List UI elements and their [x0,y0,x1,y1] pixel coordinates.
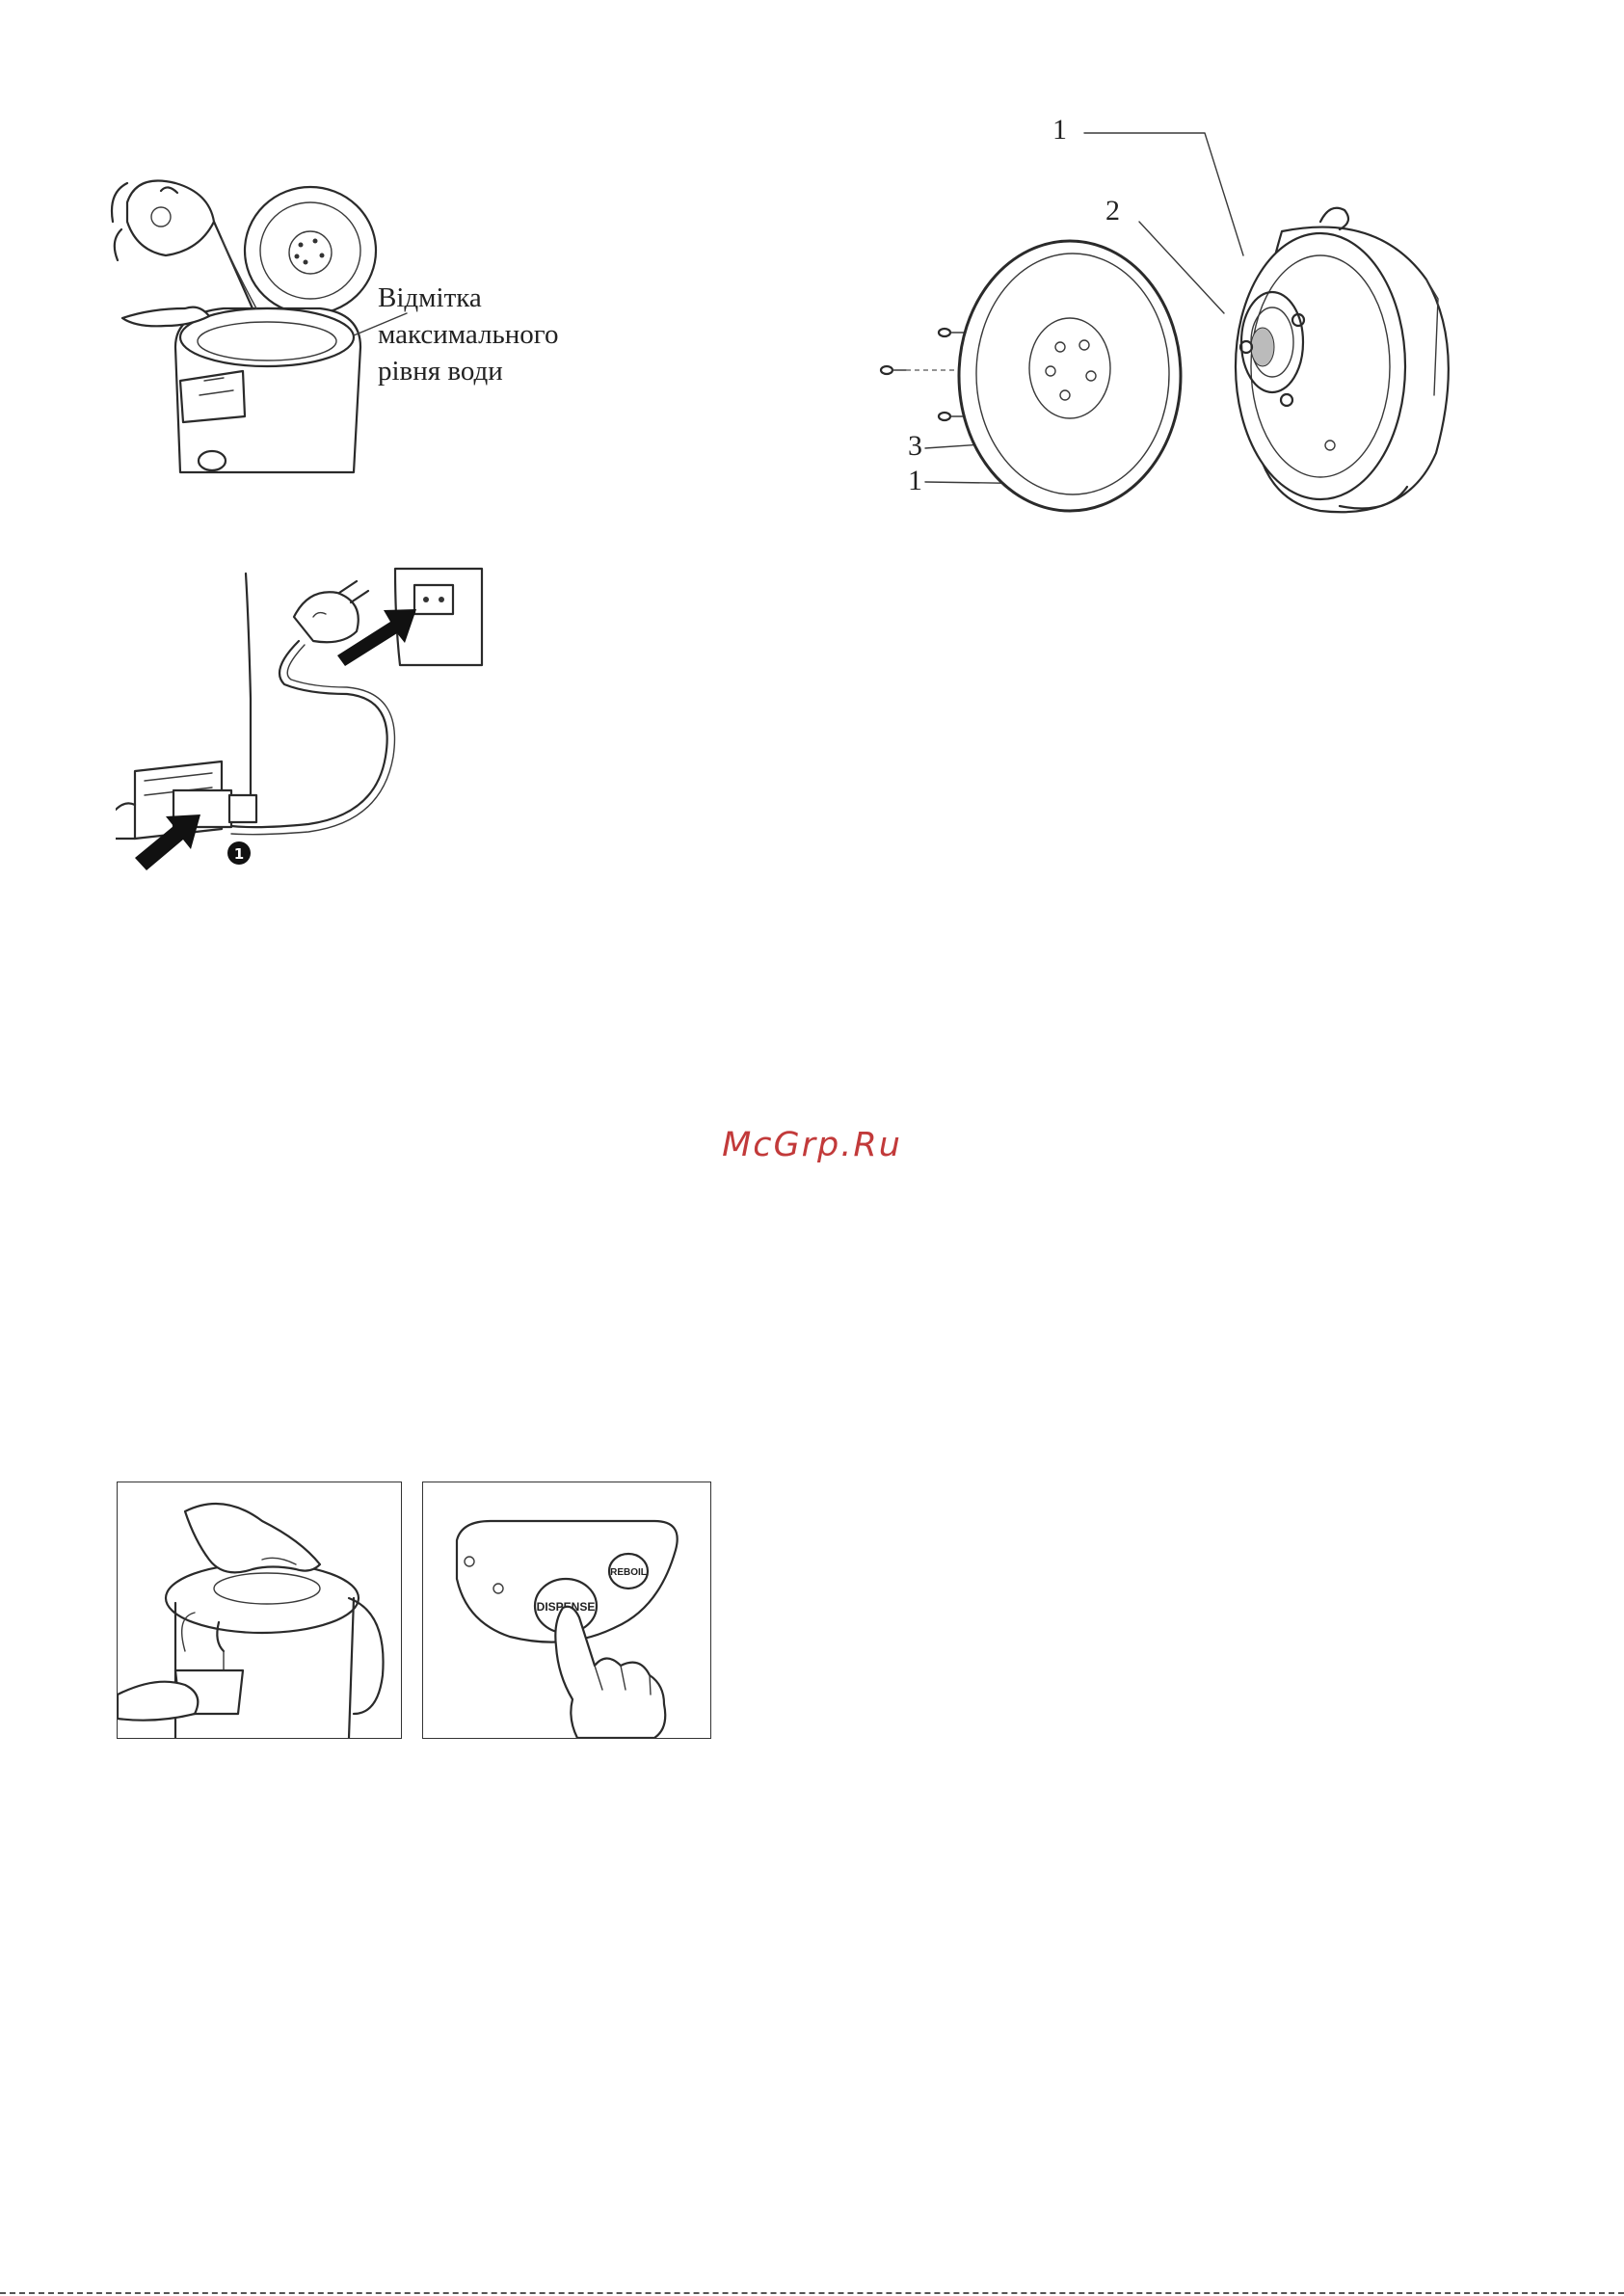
watermark: McGrp.Ru [0,1126,1624,1164]
callout-1-top: 1 [1052,114,1067,147]
page-bottom-rule [0,2292,1624,2294]
label-line: максимального [378,316,558,353]
plug-figure: 1 [116,564,501,882]
dispense-pot-illustration [118,1482,401,1738]
max-water-level-label: Відмітка максимального рівня води [378,280,558,389]
callout-3: 3 [908,430,922,463]
label-line: рівня води [378,353,558,389]
parts-illustration [867,106,1494,530]
parts-figure [867,106,1494,530]
dispense-panel-left [117,1482,402,1739]
callout-1-bottom: 1 [908,465,922,497]
callout-2: 2 [1105,195,1120,227]
step-marker: 1 [234,845,244,863]
label-line: Відмітка [378,280,558,316]
control-panel-illustration: DISPENSE REBOIL [423,1482,710,1738]
reboil-button-label: REBOIL [610,1567,647,1578]
dispense-panel-right: DISPENSE REBOIL [422,1482,711,1739]
plug-illustration: 1 [116,564,501,882]
